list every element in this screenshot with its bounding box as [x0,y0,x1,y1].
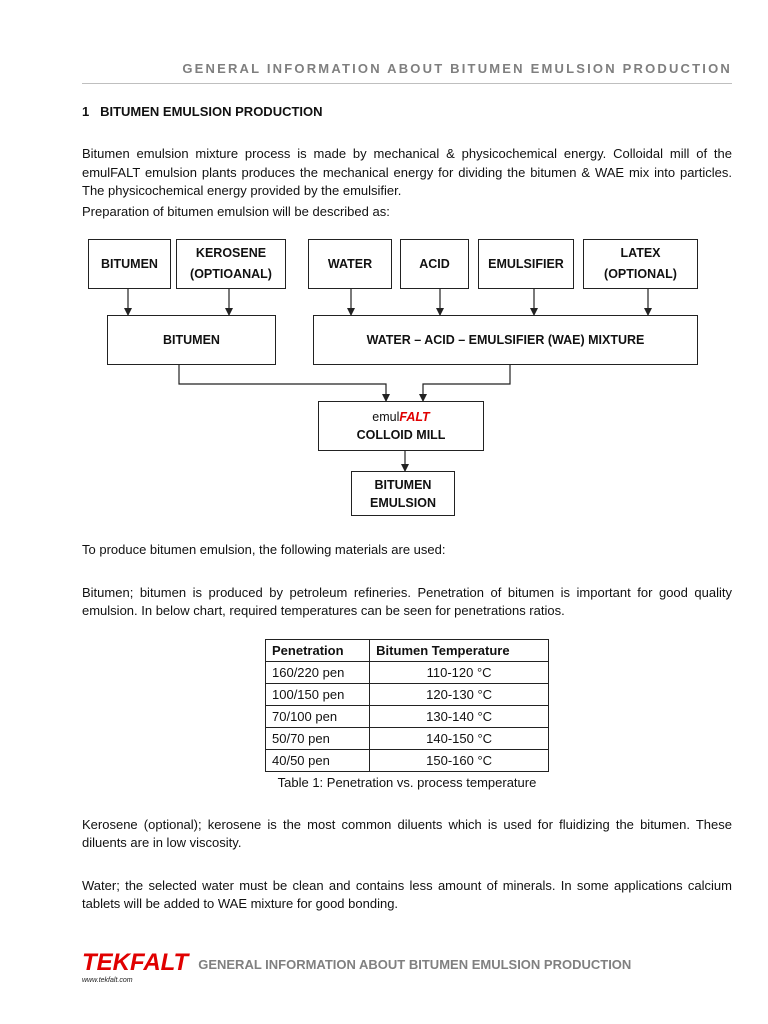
section-number: 1 [82,104,90,119]
input-acid-box: ACID [400,239,469,289]
materials-paragraph: To produce bitumen emulsion, the followi… [82,542,446,557]
page-footer: TEKFALT www.tekfalt.com GENERAL INFORMAT… [82,948,732,985]
bitumen-mix-box: BITUMEN [107,315,276,365]
footer-title: GENERAL INFORMATION ABOUT BITUMEN EMULSI… [198,956,632,972]
table-caption: Table 1: Penetration vs. process tempera… [277,774,537,790]
prep-paragraph: Preparation of bitumen emulsion will be … [82,203,390,219]
tekfalt-logo: TEKFALT www.tekfalt.com [82,948,189,985]
input-emulsifier-box: EMULSIFIER [478,239,574,289]
input-kerosene-box: KEROSENE(OPTIOANAL) [176,239,286,289]
section-heading: 1 BITUMEN EMULSION PRODUCTION [82,103,732,121]
process-diagram: BITUMEN KEROSENE(OPTIOANAL) WATER ACID E… [0,235,768,525]
input-water-box: WATER [308,239,392,289]
wae-mixture-box: WATER – ACID – EMULSIFIER (WAE) MIXTURE [313,315,698,365]
logo-url: www.tekfalt.com [82,976,133,984]
page-header: GENERAL INFORMATION ABOUT BITUMEN EMULSI… [182,61,732,76]
input-latex-box: LATEX(OPTIONAL) [583,239,698,289]
input-bitumen-box: BITUMEN [88,239,171,289]
section-title: BITUMEN EMULSION PRODUCTION [100,104,323,119]
bitumen-paragraph: Bitumen; bitumen is produced by petroleu… [82,584,732,619]
header-divider [82,83,732,84]
logo-text: TEKFALT [82,948,189,976]
intro-paragraph: Bitumen emulsion mixture process is made… [82,146,732,198]
kerosene-paragraph: Kerosene (optional); kerosene is the mos… [82,816,732,851]
water-paragraph: Water; the selected water must be clean … [82,877,732,912]
diagram-connectors [124,288,652,472]
content-column: GENERAL INFORMATION ABOUT BITUMEN EMULSI… [82,0,732,985]
